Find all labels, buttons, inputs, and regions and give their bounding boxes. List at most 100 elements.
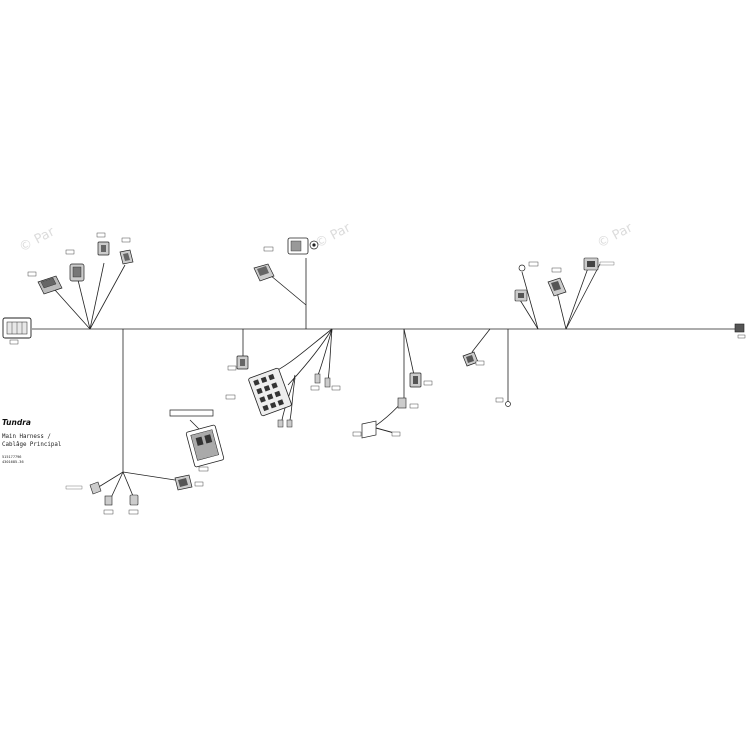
callout-label-icon [198,466,209,472]
callout-label-icon [27,271,37,277]
connector-right-cluster-4[interactable] [583,257,615,271]
connector-icon [40,277,57,289]
connector-fan-pair[interactable] [277,419,293,428]
connector-right-end[interactable] [734,323,746,339]
connector-icon [286,419,293,428]
connector-icon [466,355,474,363]
diagram-title-en: Main Harness / [2,434,51,440]
connector-icon [72,266,82,278]
connector-icon [324,377,331,388]
sensor-center-top[interactable] [287,237,319,255]
watermark-left: © Par [17,224,58,255]
connector-right-cluster-2[interactable] [514,289,528,302]
callout-label-icon [391,431,401,437]
relay-slot [268,373,275,381]
connector-icon [123,253,130,261]
connector-right-center-2[interactable] [397,397,419,409]
connector-icon [129,494,139,506]
relay-slot [262,404,269,412]
callout-label-icon [331,385,341,391]
callout-label-icon [128,509,139,515]
relay-slot [260,376,268,384]
branch-wire [54,289,91,330]
connector-icon [104,495,113,506]
connector-left-cluster-4[interactable] [119,237,134,265]
bracket-icon [169,409,214,417]
callout-label-icon [65,485,83,490]
part-number-1: 515177796 [2,455,22,459]
connector-left-end[interactable] [2,317,32,345]
connector-icon [277,419,284,428]
connector-center-top[interactable] [253,246,275,282]
connector-icon [314,373,321,384]
connector-left-cluster-2[interactable] [65,249,85,282]
ground-terminal[interactable] [495,397,511,407]
watermark-center: © Par [313,220,354,251]
branch-wire [287,328,333,386]
relay-slot [253,379,260,386]
callout-label-icon [551,267,562,273]
callout-label-icon [352,431,362,437]
sensor-icon [518,264,526,272]
branch-wire [317,328,333,376]
relay-box-lower[interactable] [169,409,225,472]
connector-left-cluster-1[interactable] [27,271,63,295]
relay-slot [277,399,284,406]
connector-right-cluster-3[interactable] [547,267,567,297]
callout-label-icon [227,365,237,371]
connector-icon [587,261,595,267]
connector-right-center-3[interactable] [462,351,485,367]
callout-label-icon [310,385,320,391]
watermarks: © Par © Par © Par [17,220,636,255]
relay-block-icon [204,434,213,444]
callout-label-icon [423,380,433,386]
connector-lower-left-3[interactable] [128,494,139,515]
ground-terminal-icon [505,401,511,407]
branch-wire [327,328,333,381]
title-block: Tundra Main Harness / Cablâge Principal … [2,418,122,465]
watermark-right: © Par [595,220,636,251]
connector-drop-1[interactable] [227,355,249,371]
branch-wire [519,299,539,330]
callout-label-icon [737,334,746,339]
branch-wire [96,471,124,489]
sensor-icon [290,240,302,252]
branch-wire [89,262,105,330]
relay-block-center[interactable] [225,367,292,417]
connector-right-cluster-1[interactable] [518,261,539,272]
relay-block-icon [190,429,220,461]
sensor-icon [312,243,316,247]
connector-lower-left-2[interactable] [103,495,114,515]
connector-lower-left-1[interactable] [65,481,102,495]
branch-wire [269,274,307,306]
branch-wire [289,377,296,421]
relay-slots [253,373,284,412]
connector-fan-right[interactable] [310,373,341,391]
callout-label-icon [528,261,539,267]
part-number-2: 4301685-36 [2,460,24,464]
wires [32,258,736,501]
connector-icon [257,266,269,276]
relay-slot [266,393,274,400]
callout-label-icon [194,481,204,487]
relay-slot [274,390,281,398]
relay-slot [263,385,271,392]
connector-left-cluster-3[interactable] [96,232,110,256]
callout-label-icon [103,509,114,515]
branch-wire [109,471,124,501]
connector-icon [397,397,407,409]
connector-icon [101,245,106,252]
diagram-title-fr: Cablâge Principal [2,441,62,448]
connector-right-center-1[interactable] [409,372,433,388]
branch-wire [122,471,134,497]
connector-lower-left-4[interactable] [174,474,204,491]
connector-icon [551,281,561,291]
callout-label-icon [495,397,504,403]
branch-wire [471,328,491,353]
connector-icon [89,481,102,495]
sensor-probe[interactable] [352,420,401,439]
callout-label-icon [121,237,131,243]
callout-label-icon [475,360,485,366]
